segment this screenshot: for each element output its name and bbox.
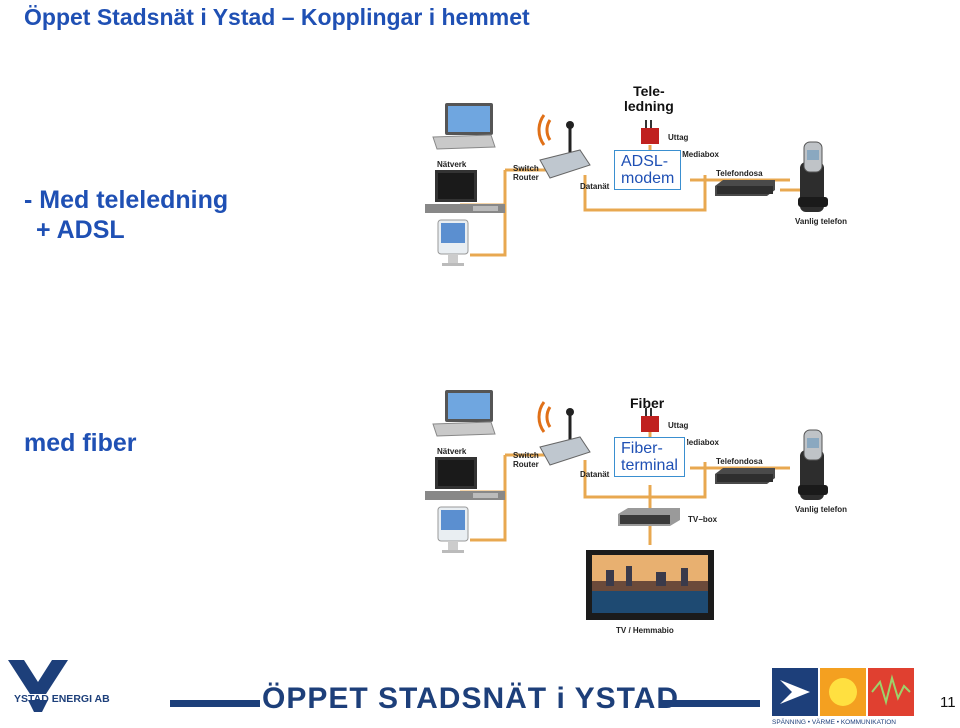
television-icon bbox=[586, 550, 714, 620]
wifi-router-icon-2 bbox=[537, 401, 591, 466]
label-datanat-2: Datanät bbox=[580, 470, 610, 479]
label-router: Router bbox=[513, 173, 539, 182]
label-network-2: Nätverk bbox=[437, 447, 467, 456]
label-mediabox-2: Mediabox bbox=[687, 438, 719, 447]
laptop-icon-2 bbox=[432, 390, 496, 437]
tv-box-icon bbox=[618, 508, 680, 526]
page-number: 11 bbox=[940, 694, 956, 711]
source-label-fiber: Fiber bbox=[630, 395, 665, 411]
ystad-energi-logo bbox=[8, 660, 68, 712]
wifi-router-icon bbox=[537, 114, 591, 179]
desktop-computer-icon bbox=[425, 170, 505, 213]
label-datanat: Datanät bbox=[580, 182, 610, 191]
phone-jack-icon-2 bbox=[715, 468, 775, 484]
label-uttag-2: Uttag bbox=[668, 421, 689, 430]
label-router-2: Router bbox=[513, 460, 539, 469]
source-label-teleledning: Tele- ledning bbox=[624, 83, 674, 114]
imac-icon-2 bbox=[437, 506, 469, 553]
footer-tagline: SPÄNNING • VÄRME • KOMMUNIKATION bbox=[772, 719, 896, 726]
imac-icon bbox=[437, 219, 469, 266]
label-network: Nätverk bbox=[437, 160, 467, 169]
label-switch-2: Switch bbox=[513, 451, 539, 460]
telephone-icon-2 bbox=[798, 429, 828, 500]
label-mediabox: Mediabox bbox=[682, 150, 719, 159]
phone-jack-icon bbox=[715, 180, 775, 196]
label-telefondosa-2: Telefondosa bbox=[716, 457, 763, 466]
wall-socket-icon-2 bbox=[641, 408, 659, 432]
label-phone: Vanlig telefon bbox=[795, 217, 848, 226]
telephone-icon bbox=[798, 141, 828, 212]
label-telefondosa: Telefondosa bbox=[716, 169, 763, 178]
wall-socket-icon bbox=[641, 120, 659, 144]
section-adsl-label: - Med teleledning bbox=[24, 186, 229, 214]
label-switch: Switch bbox=[513, 164, 539, 173]
footer-logo-text: YSTAD ENERGI AB bbox=[14, 693, 110, 705]
page-title: Öppet Stadsnät i Ystad – Kopplingar i he… bbox=[24, 4, 530, 30]
footer-banner: ÖPPET STADSNÄT i YSTAD bbox=[262, 682, 680, 715]
laptop-icon bbox=[432, 103, 496, 150]
label-uttag: Uttag bbox=[668, 133, 689, 142]
label-phone-2: Vanlig telefon bbox=[795, 505, 848, 514]
adsl-modem-box: ADSL- modem bbox=[614, 150, 682, 190]
section-adsl-label-2: + ADSL bbox=[36, 216, 125, 244]
footer-bar-right bbox=[660, 700, 760, 707]
section-fiber-label: med fiber bbox=[24, 429, 137, 457]
label-tvbox: TV−box bbox=[688, 515, 718, 524]
label-tv: TV / Hemmabio bbox=[616, 626, 674, 635]
footer-emblem bbox=[772, 668, 914, 716]
fiber-terminal-box: Fiber- terminal bbox=[614, 437, 685, 477]
footer-bar-left bbox=[170, 700, 260, 707]
desktop-computer-icon-2 bbox=[425, 457, 505, 500]
